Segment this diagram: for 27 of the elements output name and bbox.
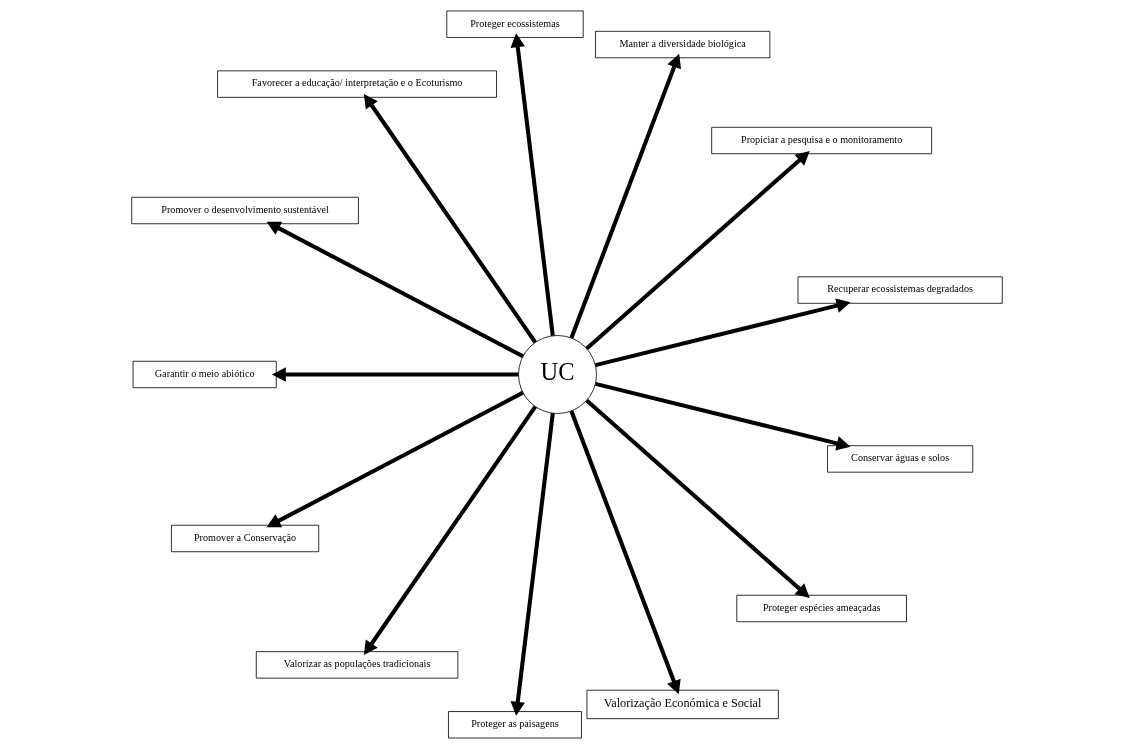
arrow bbox=[510, 33, 555, 336]
node-box: Valorizar as populações tradicionais bbox=[255, 651, 459, 679]
node-box: Promover a Conservação bbox=[171, 524, 320, 553]
node-box: Favorecer a educação/ interpretação e o Ecoturismo bbox=[217, 70, 497, 98]
node-box: Proteger ecossistemas bbox=[446, 10, 584, 38]
arrow bbox=[363, 405, 537, 656]
arrow bbox=[595, 381, 851, 451]
arrow bbox=[585, 151, 810, 351]
node-box: Propiciar a pesquisa e o monitoramento bbox=[711, 126, 932, 155]
node-box: Garantir o meio abiótico bbox=[132, 360, 277, 389]
arrow bbox=[266, 221, 524, 359]
node-box: Valorização Económica e Social bbox=[586, 689, 779, 720]
node-circle: UC bbox=[518, 335, 597, 414]
node-box: Conservar águas e solos bbox=[827, 445, 974, 473]
arrow bbox=[569, 410, 681, 695]
arrow bbox=[271, 367, 519, 382]
node-box: Promover o desenvolvimento sustentável bbox=[131, 196, 359, 225]
arrow bbox=[569, 53, 682, 339]
arrow bbox=[510, 413, 555, 716]
node-box: Recuperar ecossistemas degradados bbox=[797, 276, 1003, 304]
arrow bbox=[595, 298, 851, 368]
node-box: Manter a diversidade biológica bbox=[595, 30, 771, 59]
node-box: Proteger espécies ameaçadas bbox=[736, 594, 907, 623]
arrow bbox=[363, 93, 537, 344]
arrow bbox=[266, 390, 524, 528]
arrow bbox=[585, 398, 810, 598]
node-box: Proteger as paisagens bbox=[448, 711, 582, 739]
